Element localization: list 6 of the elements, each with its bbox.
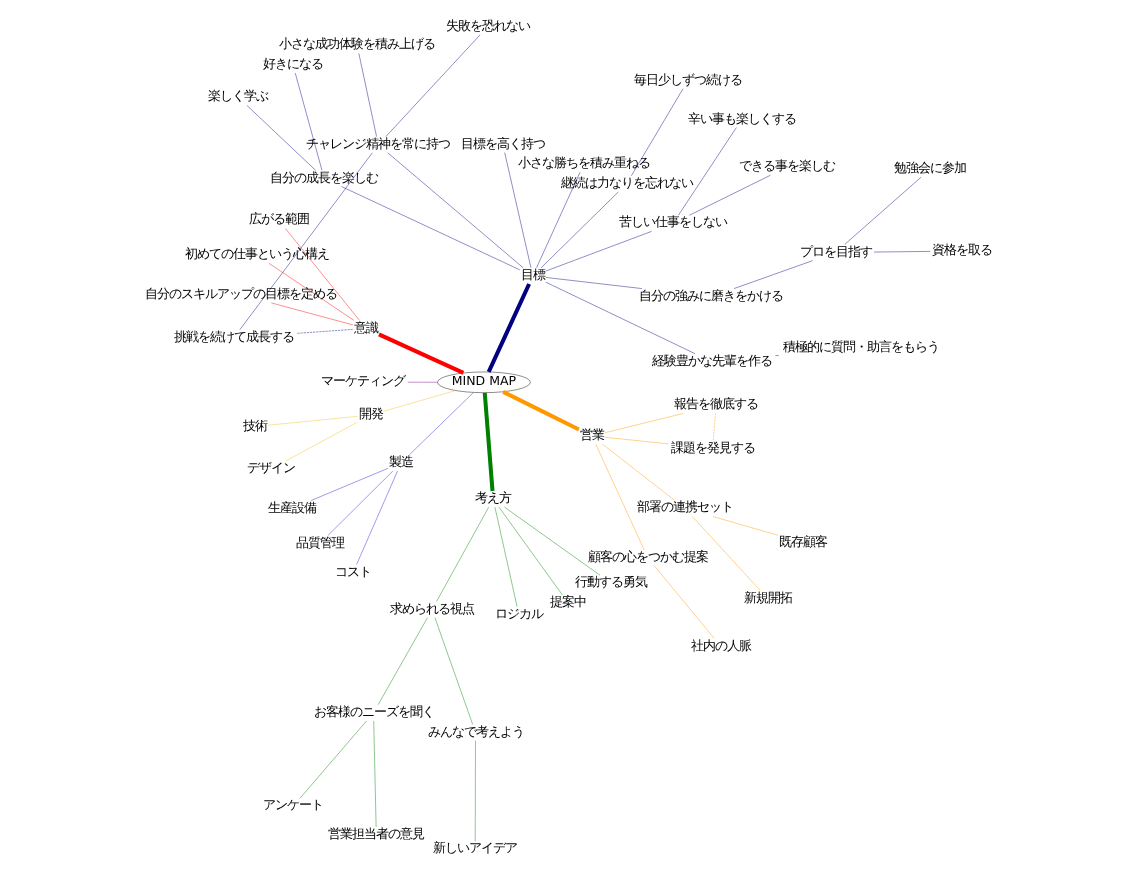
connector bbox=[341, 186, 520, 271]
connector bbox=[482, 392, 495, 492]
connector bbox=[239, 152, 373, 330]
connector bbox=[378, 332, 465, 375]
connector bbox=[486, 283, 531, 373]
connector bbox=[502, 390, 580, 432]
